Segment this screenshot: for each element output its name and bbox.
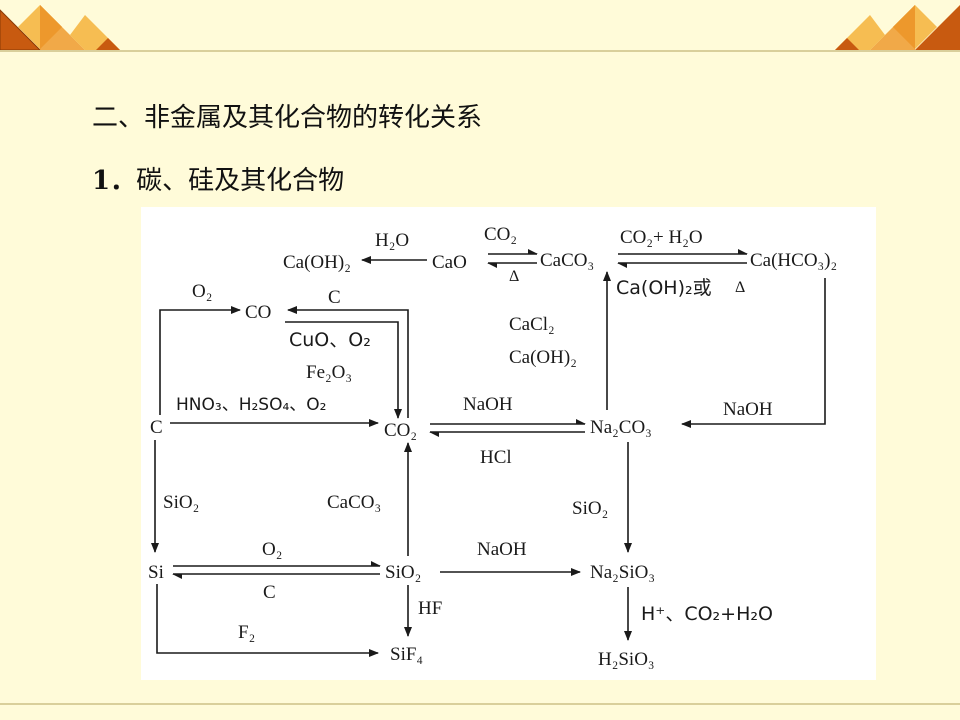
label-sio2-right: SiO₂ bbox=[572, 498, 608, 519]
conversion-diagram: Ca(OH)₂ CaO CaCO₃ Ca(HCO₃)₂ CO C CO₂ Na₂… bbox=[141, 207, 876, 680]
node-caoh2: Ca(OH)₂ bbox=[283, 252, 351, 273]
left-diamond-ornament bbox=[0, 5, 120, 51]
arrow-c-to-co bbox=[159, 306, 241, 415]
label-heat-2: Δ bbox=[735, 279, 745, 296]
subsection-title: 碳、硅及其化合物 bbox=[136, 166, 345, 196]
node-na2co3: Na₂CO₃ bbox=[590, 417, 652, 438]
right-diamond-ornament bbox=[835, 5, 960, 50]
label-o2-si: O₂ bbox=[262, 539, 282, 560]
label-h-co2-h2o: H⁺、CO₂+H₂O bbox=[641, 603, 773, 625]
arrow-si-to-sif4 bbox=[156, 584, 379, 657]
node-c: C bbox=[150, 417, 163, 438]
node-sif4: SiF₄ bbox=[390, 644, 423, 665]
label-hcl: HCl bbox=[480, 447, 512, 468]
label-sio2-left: SiO₂ bbox=[163, 492, 199, 513]
node-si: Si bbox=[148, 562, 164, 583]
node-sio2: SiO₂ bbox=[385, 562, 421, 583]
node-na2sio3: Na₂SiO₃ bbox=[590, 562, 655, 583]
label-caco3-mid: CaCO₃ bbox=[327, 492, 381, 513]
label-naoh-co2: NaOH bbox=[463, 394, 513, 415]
label-caoh2-side: Ca(OH)₂ bbox=[509, 347, 577, 368]
label-acids: HNO₃、H₂SO₄、O₂ bbox=[176, 395, 326, 415]
section-heading: 二、非金属及其化合物的转化关系 bbox=[92, 103, 483, 133]
arrow-cahco3-to-na2co3 bbox=[681, 278, 826, 428]
node-cao: CaO bbox=[432, 252, 467, 273]
label-cacl2: CaCl₂ bbox=[509, 314, 555, 335]
label-f2: F₂ bbox=[238, 622, 255, 643]
label-c-si: C bbox=[263, 582, 276, 603]
label-hf: HF bbox=[418, 598, 442, 619]
arrow-co2-to-co bbox=[287, 306, 409, 418]
label-c-co: C bbox=[328, 287, 341, 308]
node-cahco3: Ca(HCO₃)₂ bbox=[750, 250, 837, 271]
label-h2o-cao: H₂O bbox=[375, 230, 409, 251]
node-co: CO bbox=[245, 302, 271, 323]
label-co2-h2o: CO₂+ H₂O bbox=[620, 227, 703, 248]
subsection-number: 1． bbox=[92, 166, 137, 196]
label-cuo-o2: CuO、O₂ bbox=[289, 329, 371, 351]
subsection-heading: 1．碳、硅及其化合物 bbox=[92, 160, 344, 197]
label-fe2o3: Fe₂O₃ bbox=[306, 362, 352, 383]
label-naoh-si: NaOH bbox=[477, 539, 527, 560]
label-naoh-right: NaOH bbox=[723, 399, 773, 420]
arrow-co-to-co2 bbox=[285, 321, 402, 419]
label-caoh2-or: Ca(OH)₂或 bbox=[616, 277, 712, 299]
node-h2sio3: H₂SiO₃ bbox=[598, 649, 655, 670]
node-caco3-top: CaCO₃ bbox=[540, 250, 594, 271]
node-co2: CO₂ bbox=[384, 420, 417, 441]
label-o2-co: O₂ bbox=[192, 281, 212, 302]
label-co2-top: CO₂ bbox=[484, 224, 517, 245]
label-heat-1: Δ bbox=[509, 268, 519, 285]
